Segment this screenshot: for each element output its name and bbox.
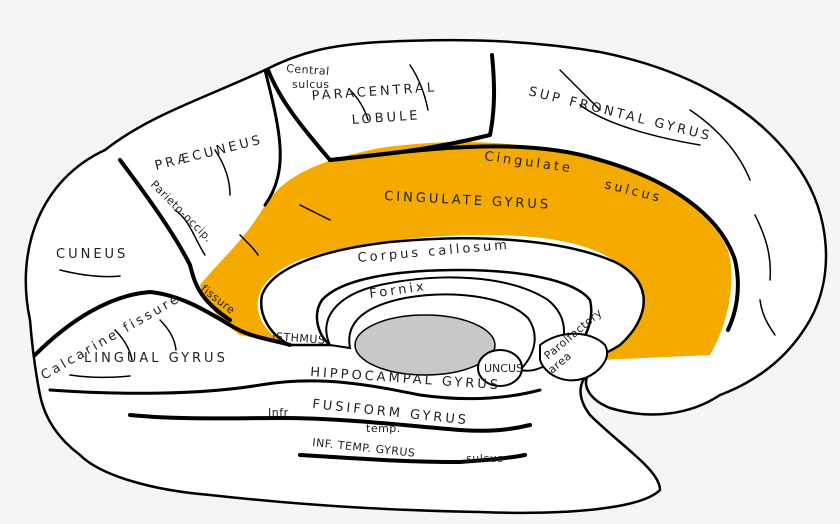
label-lingual-gyrus: LINGUAL GYRUS <box>84 351 228 366</box>
label-isthmus: ISTHMUS <box>272 330 326 347</box>
label-cuneus: CUNEUS <box>56 247 128 262</box>
label-sulcus-bottom: sulcus <box>466 452 504 465</box>
label-uncus: UNCUS <box>484 362 523 375</box>
parolfactory-region <box>539 332 608 382</box>
label-temp: temp. <box>366 422 401 435</box>
central-sulcus-line <box>266 68 332 162</box>
cingulate-gyrus-region <box>200 142 732 360</box>
minor-sulci <box>59 64 776 379</box>
label-paracentral-b: LOBULE <box>351 108 421 128</box>
brain-outline <box>24 38 828 515</box>
label-infr: Infr <box>268 406 289 419</box>
label-central-sulcus-b: sulcus <box>292 78 330 91</box>
corpus-callosum-region <box>260 237 645 362</box>
thalamus-region <box>354 314 496 376</box>
precuneus-border <box>263 68 282 207</box>
fornix-region <box>325 276 565 372</box>
inferior-temporal-sulcus <box>298 453 527 464</box>
cingulate-sulcus-line <box>328 144 740 332</box>
calcarine-fissure <box>33 290 292 357</box>
occipitotemporal-sulcus <box>128 413 532 433</box>
uncus-region <box>477 349 523 387</box>
collateral-sulcus <box>48 379 542 401</box>
label-central-sulcus-a: Central <box>286 62 330 78</box>
parieto-occipital-sulcus <box>118 158 232 322</box>
